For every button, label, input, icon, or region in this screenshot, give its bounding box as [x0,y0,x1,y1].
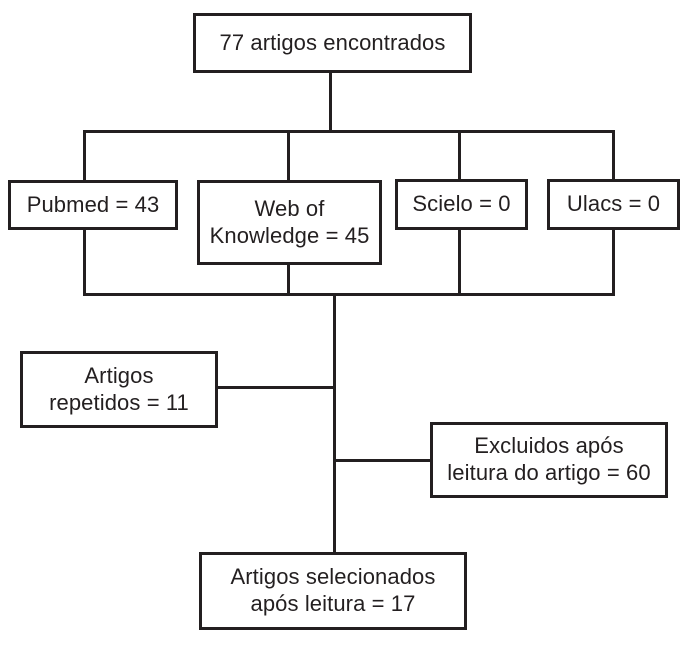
node-articles-found: 77 artigos encontrados [193,13,472,73]
node-ulacs-label: Ulacs = 0 [566,191,661,217]
node-repeated-articles-label: Artigos repetidos = 11 [49,362,189,415]
connector-found-to-rail [329,73,332,133]
connector-excluded-branch [334,459,430,462]
node-pubmed-label: Pubmed = 43 [26,191,160,217]
connector-top-rail [84,130,615,133]
node-excluded-articles-label: Excluidos após leitura do artigo = 60 [447,433,651,485]
node-web-of-knowledge-label: Web of Knowledge = 45 [209,195,370,248]
node-web-of-knowledge: Web of Knowledge = 45 [197,180,382,265]
node-pubmed: Pubmed = 43 [8,180,178,230]
node-articles-found-label: 77 artigos encontrados [219,29,446,55]
connector-main-stem [333,293,336,552]
node-ulacs: Ulacs = 0 [547,179,680,230]
connector-bottom-rail [84,293,615,296]
node-scielo: Scielo = 0 [395,179,528,230]
connector-repeated-branch [218,386,336,389]
node-repeated-articles: Artigos repetidos = 11 [20,351,218,428]
node-scielo-label: Scielo = 0 [412,191,511,217]
node-selected-articles: Artigos selecionados após leitura = 17 [199,552,467,630]
node-selected-articles-label: Artigos selecionados após leitura = 17 [230,564,436,616]
node-excluded-articles: Excluidos após leitura do artigo = 60 [430,422,668,498]
